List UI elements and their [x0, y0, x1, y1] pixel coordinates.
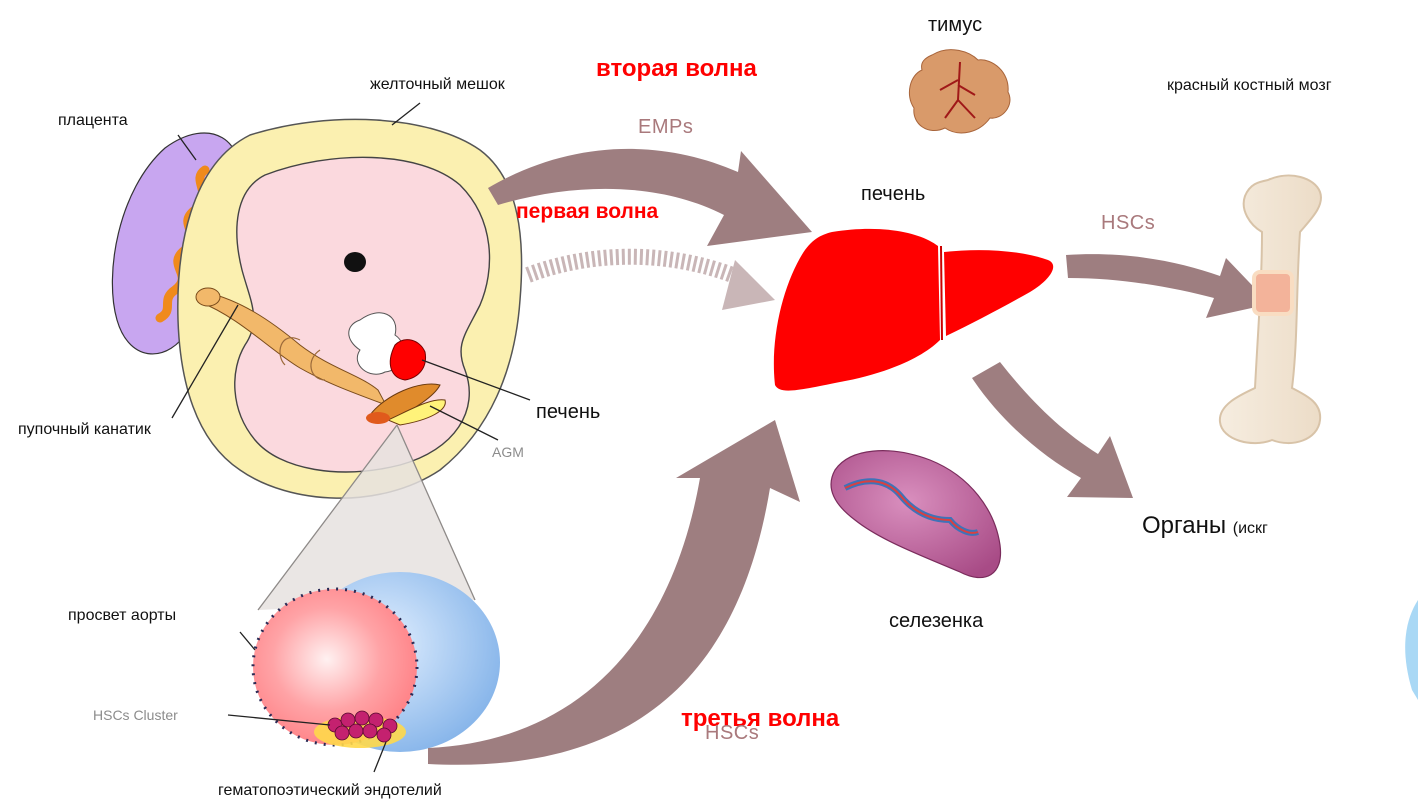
placenta-label: плацента — [58, 112, 128, 130]
liver-shape — [774, 229, 1053, 391]
first-wave-arrow — [528, 257, 775, 310]
red-bone-marrow-label: красный костный мозг — [1167, 77, 1332, 95]
organs-arrow — [972, 362, 1133, 498]
first-wave-label: первая волна — [516, 200, 658, 224]
thymus-label: тимус — [928, 14, 982, 37]
hscs-bone-arrow — [1066, 254, 1270, 318]
organs-sub-text: (искг — [1233, 520, 1268, 537]
edge-blue-shape — [1405, 600, 1418, 700]
emps-arrow-label: EMPs — [638, 116, 693, 139]
organs-main-text: Органы — [1142, 512, 1226, 539]
thymus-shape — [909, 50, 1010, 133]
organs-label: Органы (искг — [1142, 512, 1268, 540]
hscs-bone-arrow-label: HSCs — [1101, 212, 1155, 235]
umbilical-cord-label: пупочный канатик — [18, 421, 151, 439]
spleen-shape — [831, 451, 1000, 578]
embryo-shape — [235, 157, 490, 472]
agm-label: AGM — [492, 444, 524, 460]
hsc-cluster-label: HSCs Cluster — [93, 707, 178, 723]
hscs-third-arrow-label: HSCs — [705, 722, 759, 745]
yolk-sac-label: желточный мешок — [370, 76, 505, 94]
liver-label: печень — [861, 183, 925, 206]
embryo-liver-label: печень — [536, 401, 600, 424]
hemogenic-endothelium-label: гематопоэтический эндотелий — [218, 782, 442, 800]
aorta-lumen-label: просвет аорты — [68, 607, 176, 625]
emps-arrow — [488, 149, 812, 246]
spleen-label: селезенка — [889, 610, 983, 633]
second-wave-label: вторая волна — [596, 55, 757, 83]
